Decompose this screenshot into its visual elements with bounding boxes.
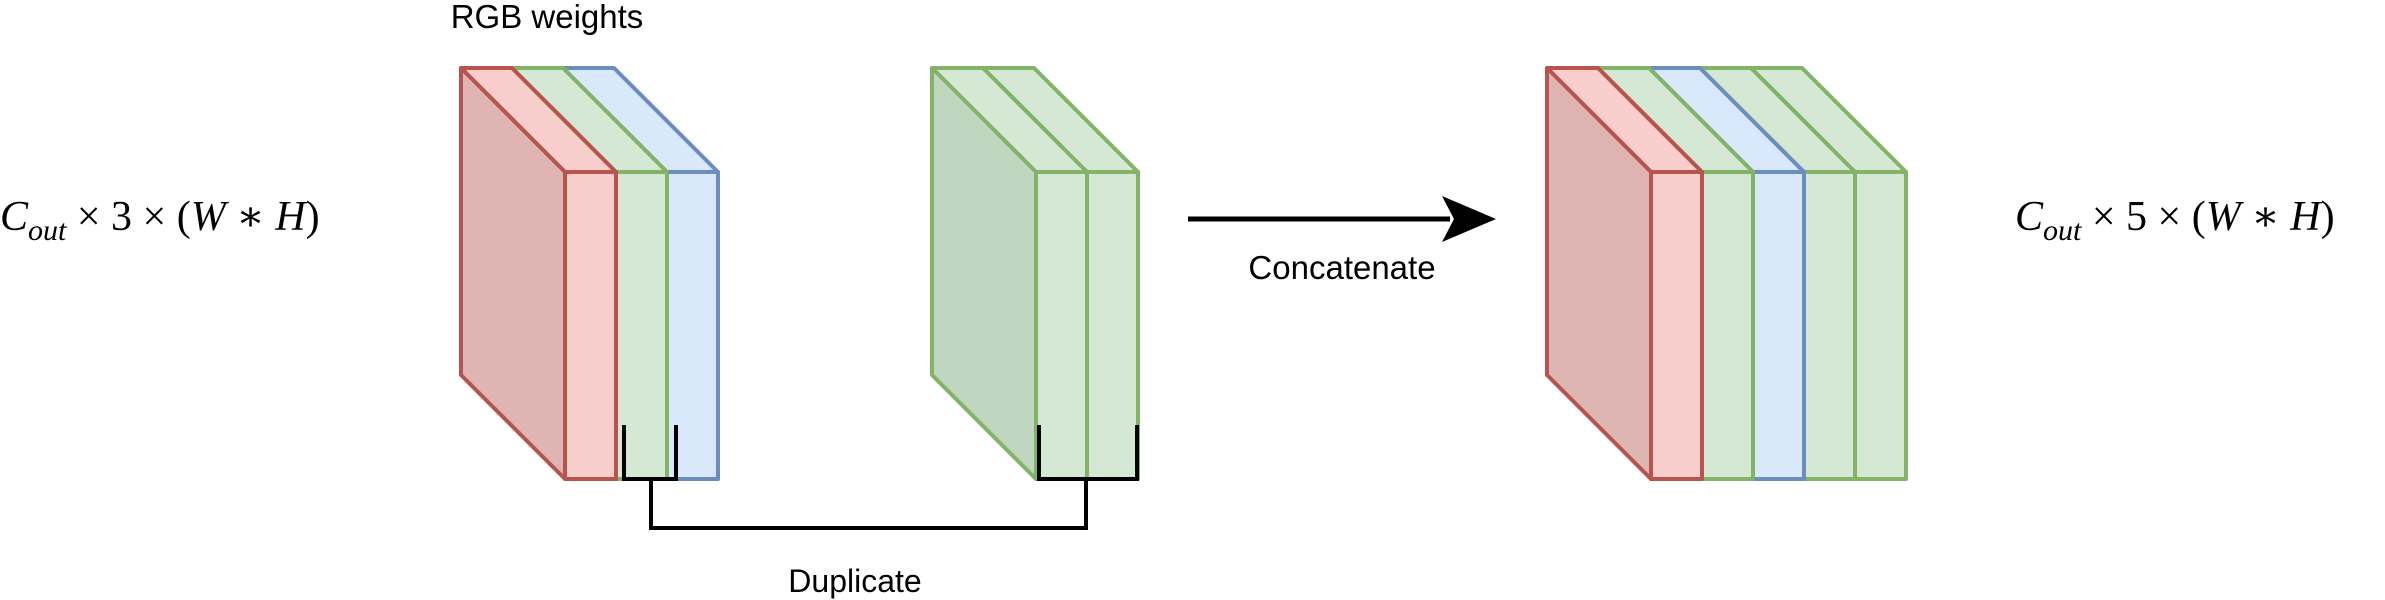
cat-slice-red <box>1545 66 1704 481</box>
slice-front-face <box>1649 170 1704 481</box>
duplicate-label: Duplicate <box>788 563 921 599</box>
dup-slice-green <box>930 66 1089 481</box>
slice-front-face <box>1853 170 1908 481</box>
slice-front-face <box>563 170 618 481</box>
input-shape-formula: Cout × 3 × (W ∗ H) <box>0 194 320 247</box>
cat-slice-green <box>1698 66 1857 481</box>
slice-front-face <box>1802 170 1857 481</box>
rgb-weights-label: RGB weights <box>451 0 644 35</box>
concatenate-arrow <box>1188 196 1496 242</box>
dup-slice-green <box>981 66 1140 481</box>
cat-slice-green <box>1596 66 1755 481</box>
concatenate-label: Concatenate <box>1248 249 1435 286</box>
slice-front-face <box>1700 170 1755 481</box>
slice-front-face <box>1751 170 1806 481</box>
output-shape-formula: Cout × 5 × (W ∗ H) <box>2015 194 2335 247</box>
rgb-slice-red <box>459 66 618 481</box>
cat-slice-blue <box>1647 66 1806 481</box>
slice-front-face <box>1085 170 1140 481</box>
arrow-head <box>1442 196 1496 242</box>
rgb-weights-stack <box>459 66 720 481</box>
concatenated-stack <box>1545 66 1908 481</box>
duplicate-bracket <box>622 425 1139 530</box>
duplicated-green-stack <box>930 66 1140 481</box>
bracket-connector <box>649 479 1088 530</box>
slice-front-face <box>1034 170 1089 481</box>
